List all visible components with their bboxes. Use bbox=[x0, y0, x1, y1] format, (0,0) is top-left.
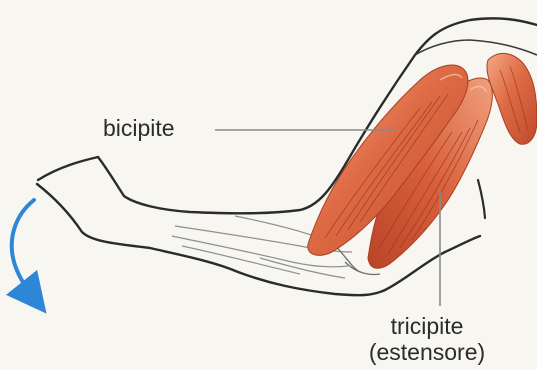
triceps-label-line1: tricipite bbox=[362, 313, 492, 339]
deltoid-muscle bbox=[487, 53, 537, 144]
curved-arrow-down-icon bbox=[12, 200, 34, 298]
triceps-label: tricipite (estensore) bbox=[362, 313, 492, 365]
biceps-label: bicipite bbox=[103, 117, 175, 140]
torso-outline bbox=[478, 180, 485, 218]
triceps-label-line2: (estensore) bbox=[362, 339, 492, 365]
shoulder-outline bbox=[415, 40, 537, 55]
